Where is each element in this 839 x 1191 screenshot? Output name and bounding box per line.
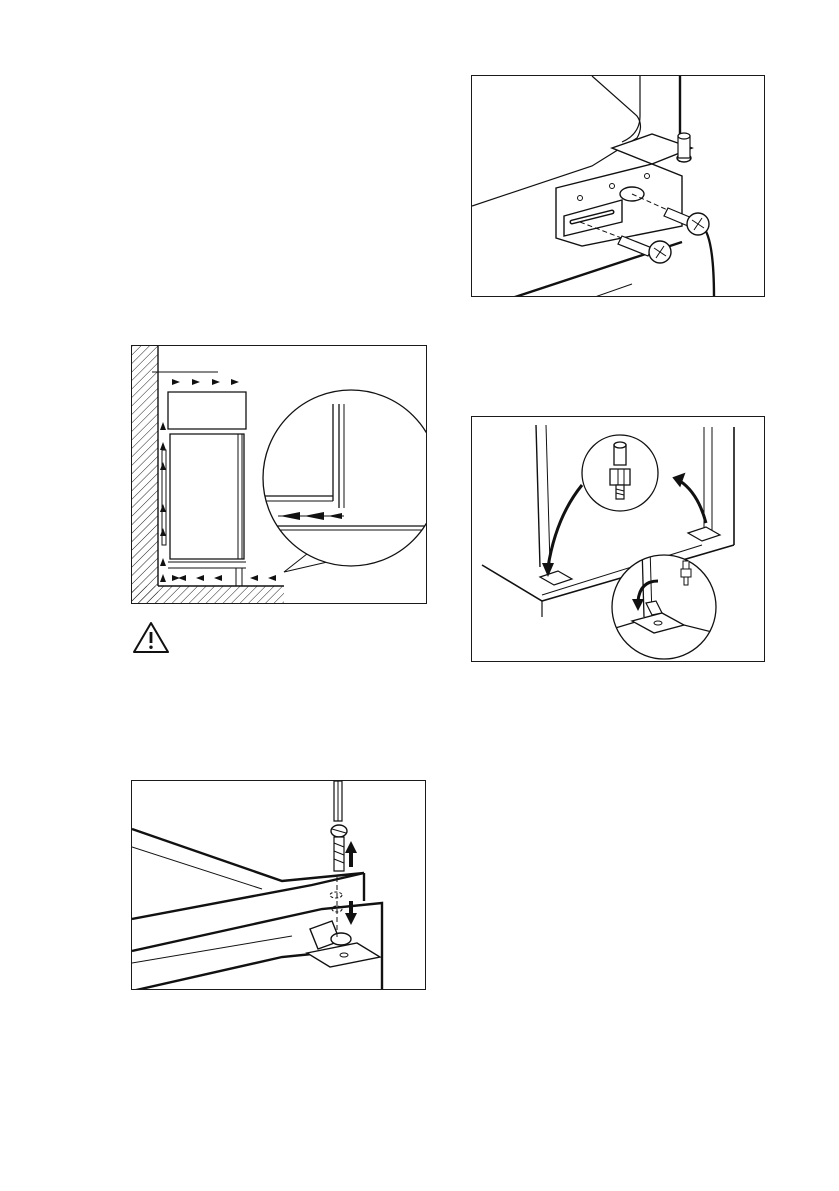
screw-removal-figure: [131, 780, 426, 990]
appliance-outline: [170, 434, 244, 559]
hinge-mounting-figure: [471, 75, 765, 297]
bracket-magnifier: [612, 555, 716, 659]
warning-triangle-icon: [131, 620, 171, 655]
detail-magnifier: [263, 390, 427, 566]
floor-hatch: [132, 586, 284, 604]
direction-arrows: [345, 841, 357, 925]
airflow-arrows-back: [160, 422, 166, 582]
bracket-diagram: [472, 417, 765, 662]
bracket-relocation-figure: [471, 416, 765, 662]
ventilation-diagram: [132, 346, 427, 604]
wall-hatch: [132, 346, 158, 604]
airflow-arrows-top: [172, 379, 239, 385]
airflow-arrows-bottom: [172, 575, 276, 581]
ventilation-clearance-figure: [131, 345, 427, 604]
screw-diagram: [132, 781, 426, 990]
hinge-diagram: [472, 76, 765, 297]
